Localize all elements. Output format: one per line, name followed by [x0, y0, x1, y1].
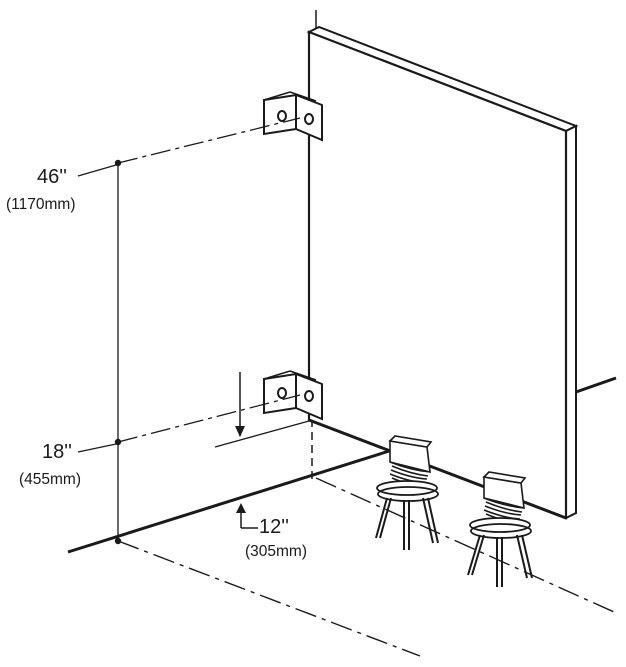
support-stool-2 — [467, 471, 533, 587]
dimension-46in-metric: (1170mm) — [6, 196, 75, 213]
dimension-12in-label: 12'' (305mm) — [245, 516, 307, 560]
upper-wall-bracket — [263, 91, 323, 142]
dimension-18in-metric: (455mm) — [19, 471, 81, 488]
dimension-46in-label: 46'' (1170mm) — [6, 164, 117, 213]
height-dimension-line — [114, 117, 301, 545]
dimension-18in-label: 18'' (455mm) — [19, 441, 117, 488]
dimension-46in-imperial: 46'' — [37, 166, 67, 188]
partition-panel — [306, 25, 579, 520]
dimension-18in-imperial: 18'' — [42, 441, 72, 463]
support-stool-1 — [375, 435, 439, 550]
dimension-12in-metric: (305mm) — [245, 543, 307, 560]
lower-wall-bracket — [263, 370, 323, 421]
dimension-12in-imperial: 12'' — [259, 516, 289, 538]
bracket-offset-arrow — [214, 372, 310, 448]
wall-offset-arrow — [236, 503, 258, 529]
